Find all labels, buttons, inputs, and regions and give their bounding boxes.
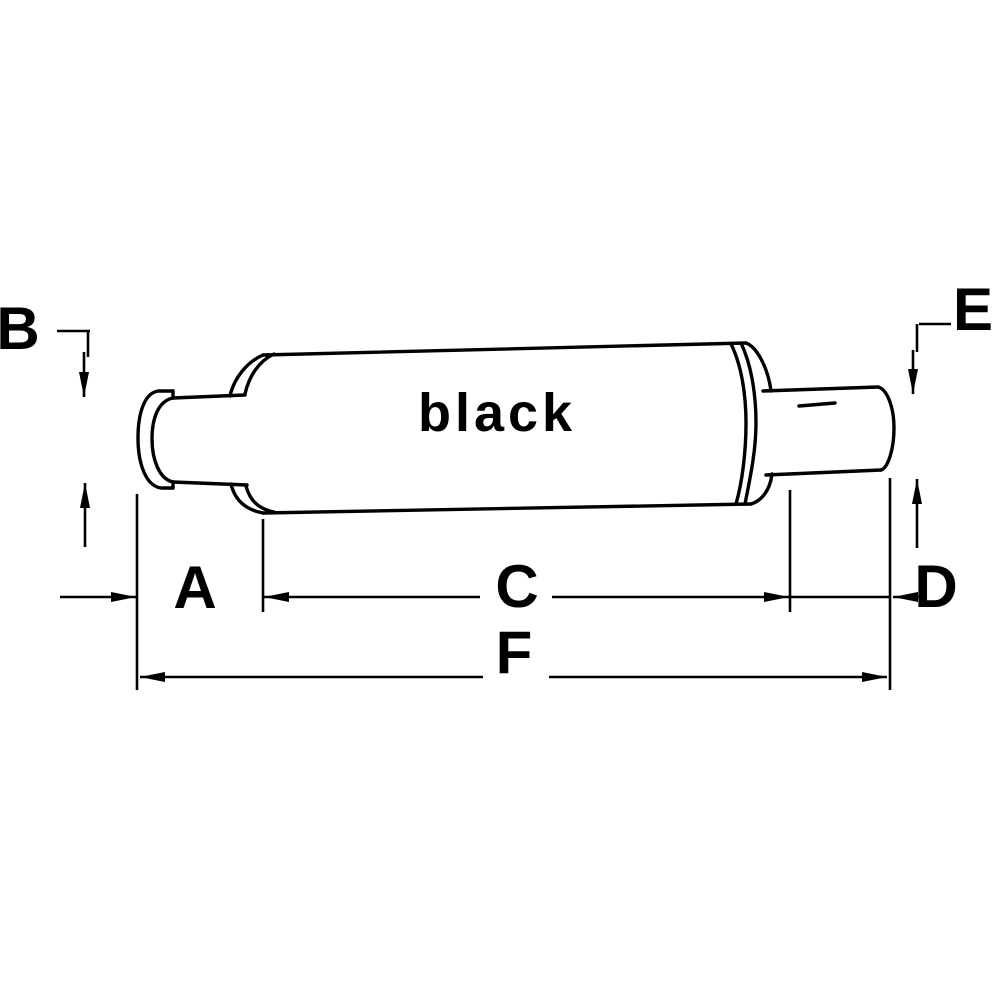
- muffler-body: [228, 341, 774, 515]
- part-label-black: black: [418, 383, 576, 443]
- outlet-pipe-end-cap-arc: [876, 385, 896, 472]
- right-end-seam-line-2: [739, 341, 758, 506]
- outlet-pipe-bottom-line: [764, 468, 883, 477]
- left-end-cap-outer-bottom-arc: [229, 482, 265, 515]
- dimension-label-f: F: [496, 619, 533, 686]
- dimension-label-c: C: [495, 553, 538, 620]
- left-end-cap-outer-top-arc: [228, 353, 265, 398]
- dimension-label-b: B: [0, 295, 40, 362]
- inlet-flange-inner-curve: [150, 396, 175, 484]
- right-end-seam-line-1: [729, 342, 748, 506]
- extension-lines: [135, 478, 892, 690]
- outlet-pipe: [761, 385, 896, 477]
- inlet-pipe-top-line: [171, 393, 247, 400]
- inlet-flange-outer-curve: [136, 389, 175, 490]
- dimension-label-a: A: [173, 554, 216, 621]
- inlet-pipe: [136, 389, 249, 490]
- body-bottom-line: [261, 502, 753, 515]
- left-end-cap-seam-top-arc: [243, 352, 276, 396]
- body-top-line: [261, 341, 748, 357]
- dimension-f: F: [140, 619, 887, 686]
- inlet-pipe-bottom-line: [171, 480, 249, 487]
- right-end-cap-bottom-arc: [749, 472, 774, 506]
- outlet-pipe-inner-edge-line: [797, 401, 837, 408]
- dimension-row-a-c-d: A C D: [60, 553, 958, 621]
- right-end-cap-top-arc: [744, 341, 773, 393]
- dimension-e: E: [908, 276, 993, 548]
- left-end-cap-seam-bottom-arc: [244, 484, 276, 514]
- outlet-pipe-top-line: [761, 385, 880, 393]
- dimension-label-e: E: [953, 276, 993, 343]
- dimension-label-d: D: [914, 553, 957, 620]
- dimension-b: B: [0, 295, 90, 547]
